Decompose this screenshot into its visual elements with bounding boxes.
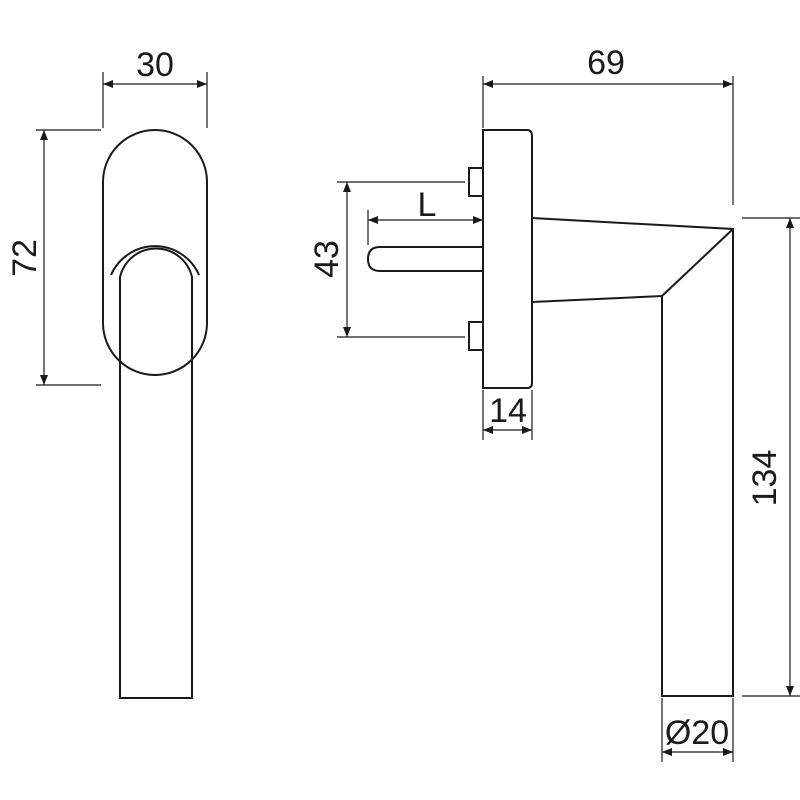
side-view <box>366 129 734 697</box>
dimension-lever-diameter: Ø20 <box>661 698 734 762</box>
front-neck-ring-outer <box>110 245 200 276</box>
side-screw-boss-bottom <box>468 321 484 351</box>
dimension-label-d20: Ø20 <box>665 714 729 752</box>
dimension-height-rose: 72 <box>6 129 101 386</box>
dimension-spindle-pitch: 43 <box>308 181 465 338</box>
dimension-overall-projection: 69 <box>482 44 734 205</box>
side-screw-boss-top <box>468 167 484 197</box>
front-rose <box>102 129 208 376</box>
dimension-handle-height: 134 <box>742 217 800 697</box>
dimension-label-72: 72 <box>6 239 44 277</box>
side-square-spindle <box>366 246 483 272</box>
front-lever <box>119 277 193 699</box>
side-lever-bend-edge <box>661 228 734 297</box>
dimension-label-30: 30 <box>136 46 174 84</box>
front-view <box>102 129 208 699</box>
dimension-label-L: L <box>418 186 437 224</box>
front-neck-ring-inner <box>119 247 193 278</box>
dimension-spindle-length: L <box>367 186 483 245</box>
dimension-label-134: 134 <box>746 450 784 507</box>
dimension-rose-depth: 14 <box>482 390 533 440</box>
dimension-label-43: 43 <box>308 240 346 278</box>
side-rose-plate <box>482 129 533 389</box>
dimension-label-14: 14 <box>489 392 527 430</box>
dimension-label-69: 69 <box>587 44 625 82</box>
dimension-width-rose: 30 <box>102 46 208 128</box>
side-lever-arm <box>531 217 734 697</box>
